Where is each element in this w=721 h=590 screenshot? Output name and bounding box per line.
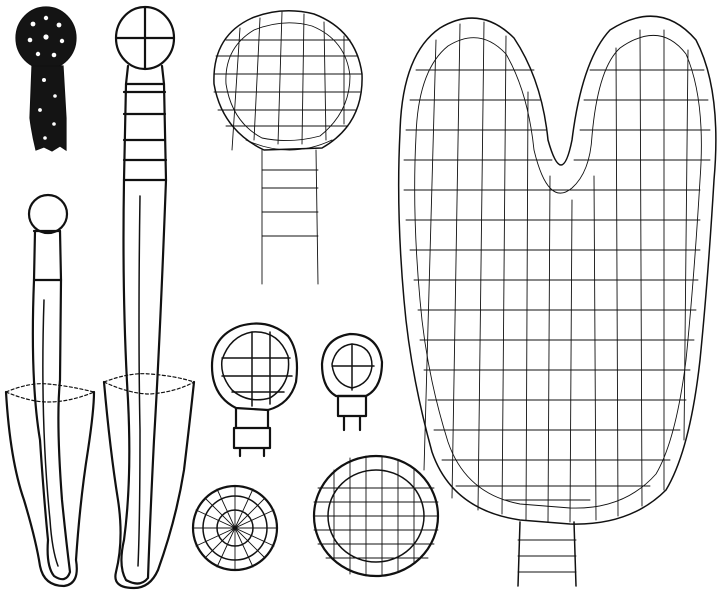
heart-stage-embryo-figure xyxy=(399,16,716,586)
long-suspensor-embryo-figure xyxy=(104,7,194,588)
stained-embryo-figure xyxy=(16,7,76,151)
young-embryo-b-figure xyxy=(322,334,382,430)
globular-embryo-section-figure xyxy=(214,11,362,284)
young-embryo-a-figure xyxy=(212,324,297,456)
short-suspensor-embryo-figure xyxy=(6,195,94,586)
cross-section-small-figure xyxy=(193,486,277,570)
cross-section-large-figure xyxy=(314,456,438,576)
